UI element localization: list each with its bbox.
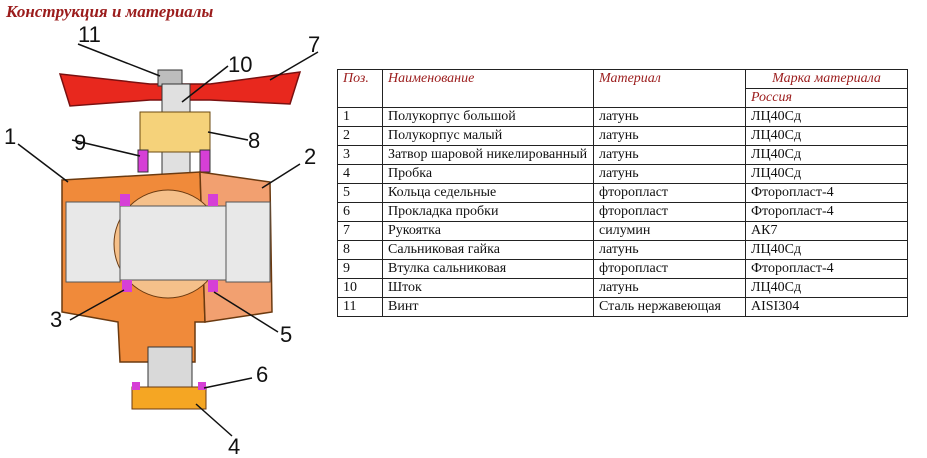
callout-2: 2 bbox=[304, 144, 316, 169]
cell-name: Пробка bbox=[382, 164, 594, 184]
materials-table: Поз. Наименование Материал Марка материа… bbox=[337, 69, 908, 317]
cell-pos: 3 bbox=[337, 145, 383, 165]
gland-nut-part bbox=[139, 111, 211, 153]
cell-grade: ЛЦ40Сд bbox=[745, 278, 908, 298]
cell-material: фторопласт bbox=[593, 183, 746, 203]
cell-grade: ЛЦ40Сд bbox=[745, 164, 908, 184]
callout-4: 4 bbox=[228, 434, 240, 458]
cell-name: Рукоятка bbox=[382, 221, 594, 241]
cell-material: фторопласт bbox=[593, 202, 746, 222]
ball-bore bbox=[119, 205, 227, 281]
cell-pos: 10 bbox=[337, 278, 383, 298]
callout-1: 1 bbox=[4, 124, 16, 149]
cell-grade: Фторопласт-4 bbox=[745, 259, 908, 279]
header-grade-sub: Россия bbox=[745, 88, 908, 108]
callout-9: 9 bbox=[74, 130, 86, 155]
cell-pos: 1 bbox=[337, 107, 383, 127]
cell-pos: 7 bbox=[337, 221, 383, 241]
header-material: Материал bbox=[593, 69, 746, 108]
callout-11: 11 bbox=[78, 22, 101, 47]
header-grade: Марка материала bbox=[745, 69, 908, 89]
cell-grade: Фторопласт-4 bbox=[745, 202, 908, 222]
cell-name: Шток bbox=[382, 278, 594, 298]
cell-pos: 4 bbox=[337, 164, 383, 184]
gland-bushing-part-right bbox=[199, 149, 211, 173]
plug-part bbox=[147, 346, 193, 390]
seat-ring-part-3 bbox=[122, 280, 132, 292]
cell-name: Прокладка пробки bbox=[382, 202, 594, 222]
right-bore bbox=[225, 201, 271, 283]
cell-grade: ЛЦ40Сд bbox=[745, 145, 908, 165]
section-title: Конструкция и материалы bbox=[6, 2, 214, 21]
leader-lines bbox=[17, 43, 319, 437]
cell-name: Сальниковая гайка bbox=[382, 240, 594, 260]
header-pos: Поз. bbox=[337, 69, 383, 108]
callout-7: 7 bbox=[308, 32, 320, 57]
plug-gasket-part-2 bbox=[198, 382, 206, 390]
cell-material: латунь bbox=[593, 145, 746, 165]
cell-material: латунь bbox=[593, 126, 746, 146]
cell-name: Втулка сальниковая bbox=[382, 259, 594, 279]
callout-3: 3 bbox=[50, 307, 62, 332]
cell-name: Кольца седельные bbox=[382, 183, 594, 203]
callout-6: 6 bbox=[256, 362, 268, 387]
ball-valve-cross-section: 11 10 7 1 2 9 8 3 5 6 4 bbox=[4, 22, 320, 458]
cell-material: латунь bbox=[593, 278, 746, 298]
gland-bushing-part bbox=[137, 149, 149, 173]
cell-pos: 11 bbox=[337, 297, 383, 317]
cell-grade: АК7 bbox=[745, 221, 908, 241]
callout-10: 10 bbox=[228, 52, 252, 77]
plug-cap-part bbox=[131, 386, 207, 410]
cell-material: латунь bbox=[593, 164, 746, 184]
cell-name: Винт bbox=[382, 297, 594, 317]
cell-name: Полукорпус малый bbox=[382, 126, 594, 146]
cell-pos: 5 bbox=[337, 183, 383, 203]
cell-pos: 6 bbox=[337, 202, 383, 222]
callout-8: 8 bbox=[248, 128, 260, 153]
cell-pos: 2 bbox=[337, 126, 383, 146]
cell-pos: 9 bbox=[337, 259, 383, 279]
cell-name: Полукорпус большой bbox=[382, 107, 594, 127]
cell-material: силумин bbox=[593, 221, 746, 241]
callout-5: 5 bbox=[280, 322, 292, 347]
seat-ring-part-4 bbox=[208, 280, 218, 292]
cell-grade: ЛЦ40Сд bbox=[745, 126, 908, 146]
cell-name: Затвор шаровой никелированный bbox=[382, 145, 594, 165]
cell-grade: Фторопласт-4 bbox=[745, 183, 908, 203]
cell-material: Сталь нержавеющая bbox=[593, 297, 746, 317]
cell-grade: ЛЦ40Сд bbox=[745, 107, 908, 127]
header-name: Наименование bbox=[382, 69, 594, 108]
cell-grade: ЛЦ40Сд bbox=[745, 240, 908, 260]
cell-grade: AISI304 bbox=[745, 297, 908, 317]
cell-material: фторопласт bbox=[593, 259, 746, 279]
seat-ring-part-2 bbox=[208, 194, 218, 206]
cell-material: латунь bbox=[593, 240, 746, 260]
cell-material: латунь bbox=[593, 107, 746, 127]
seat-ring-part bbox=[120, 194, 130, 206]
left-bore bbox=[65, 201, 121, 283]
cell-pos: 8 bbox=[337, 240, 383, 260]
plug-gasket-part bbox=[132, 382, 140, 390]
